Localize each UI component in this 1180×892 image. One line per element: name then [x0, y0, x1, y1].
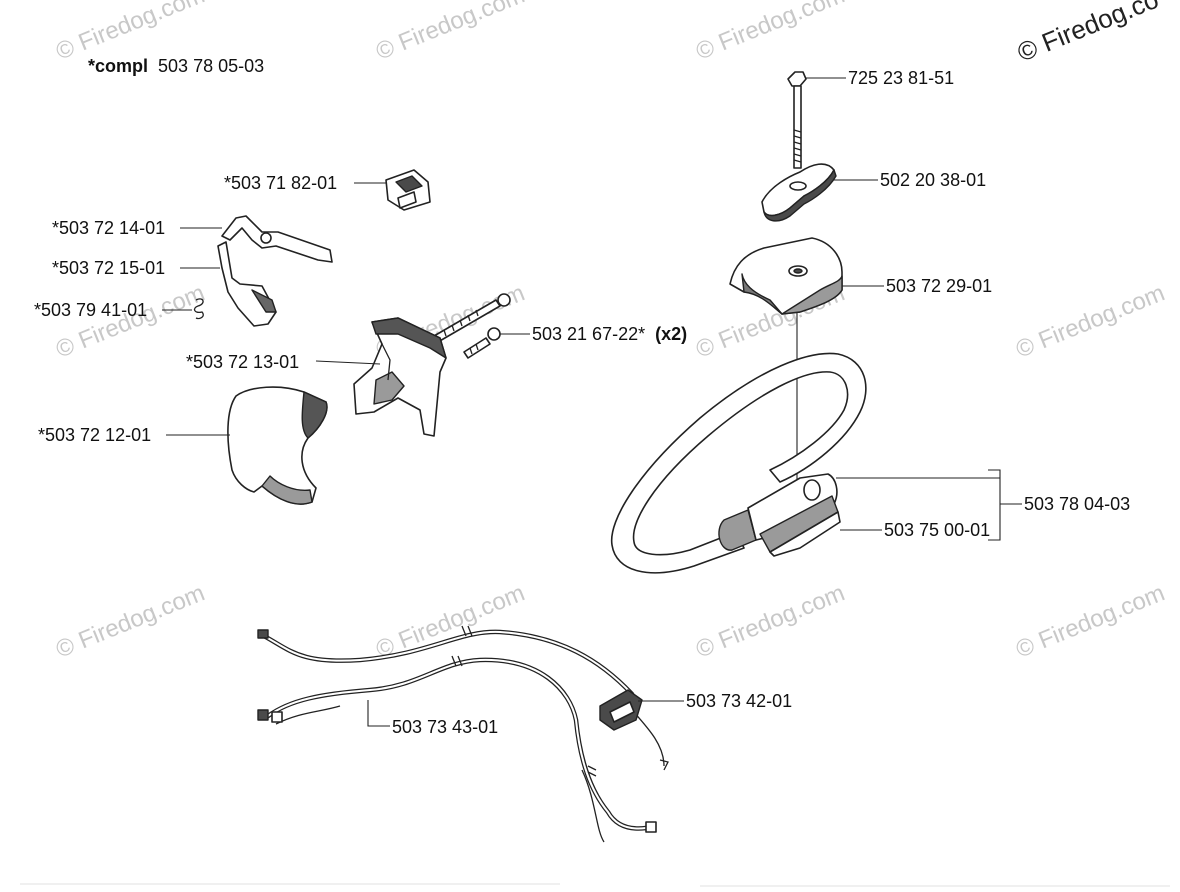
part-label-503-21-67-22: 503 21 67-22* (x2) [532, 324, 687, 344]
screws-part [433, 293, 530, 359]
assembly-label: *compl 503 78 05-03 [88, 56, 264, 76]
part-label-503-72-29-01: 503 72 29-01 [886, 276, 992, 296]
bolt-part [787, 71, 846, 169]
screw-part-number: 503 21 67-22* [532, 324, 645, 344]
switch-part [354, 169, 431, 211]
part-label-502-20-38-01: 502 20 38-01 [880, 170, 986, 190]
watermark: © Firedog.com [372, 0, 528, 66]
watermark: © Firedog.com [52, 579, 208, 663]
assembly-label-number: 503 78 05-03 [158, 56, 264, 76]
wire-harness-part [257, 625, 684, 843]
part-label-503-73-42-01: 503 73 42-01 [686, 691, 792, 711]
handle-cover-part [166, 386, 328, 505]
part-label-503-78-04-03: 503 78 04-03 [1024, 494, 1130, 514]
loop-handle-part [610, 352, 1022, 574]
watermark: © Firedog.com [1012, 279, 1168, 363]
part-label-503-71-82-01: *503 71 82-01 [224, 173, 337, 193]
watermark: © Firedog.com [52, 279, 208, 363]
handle-housing-part [315, 317, 447, 437]
wing-nut-part [761, 163, 878, 222]
clamp-part [729, 237, 884, 315]
watermark: © Firedog.com [692, 579, 848, 663]
lever-part [180, 215, 333, 263]
part-label-503-75-00-01: 503 75 00-01 [884, 520, 990, 540]
part-label-725-23-81-51: 725 23 81-51 [848, 68, 954, 88]
part-label-503-79-41-01: *503 79 41-01 [34, 300, 147, 320]
screw-quantity: (x2) [655, 324, 687, 344]
part-label-503-72-15-01: *503 72 15-01 [52, 258, 165, 278]
assembly-label-bold: *compl [88, 56, 148, 76]
watermark: © Firedog.com [692, 0, 848, 66]
part-label-503-72-12-01: *503 72 12-01 [38, 425, 151, 445]
watermark-corner: © Firedog.co [1013, 0, 1163, 68]
watermark: © Firedog.com [372, 579, 528, 663]
watermark: © Firedog.com [1012, 579, 1168, 663]
part-label-503-73-43-01: 503 73 43-01 [392, 717, 498, 737]
part-label-503-72-13-01: *503 72 13-01 [186, 352, 299, 372]
spring-part [162, 298, 204, 320]
trigger-part [180, 241, 277, 327]
part-label-503-72-14-01: *503 72 14-01 [52, 218, 165, 238]
